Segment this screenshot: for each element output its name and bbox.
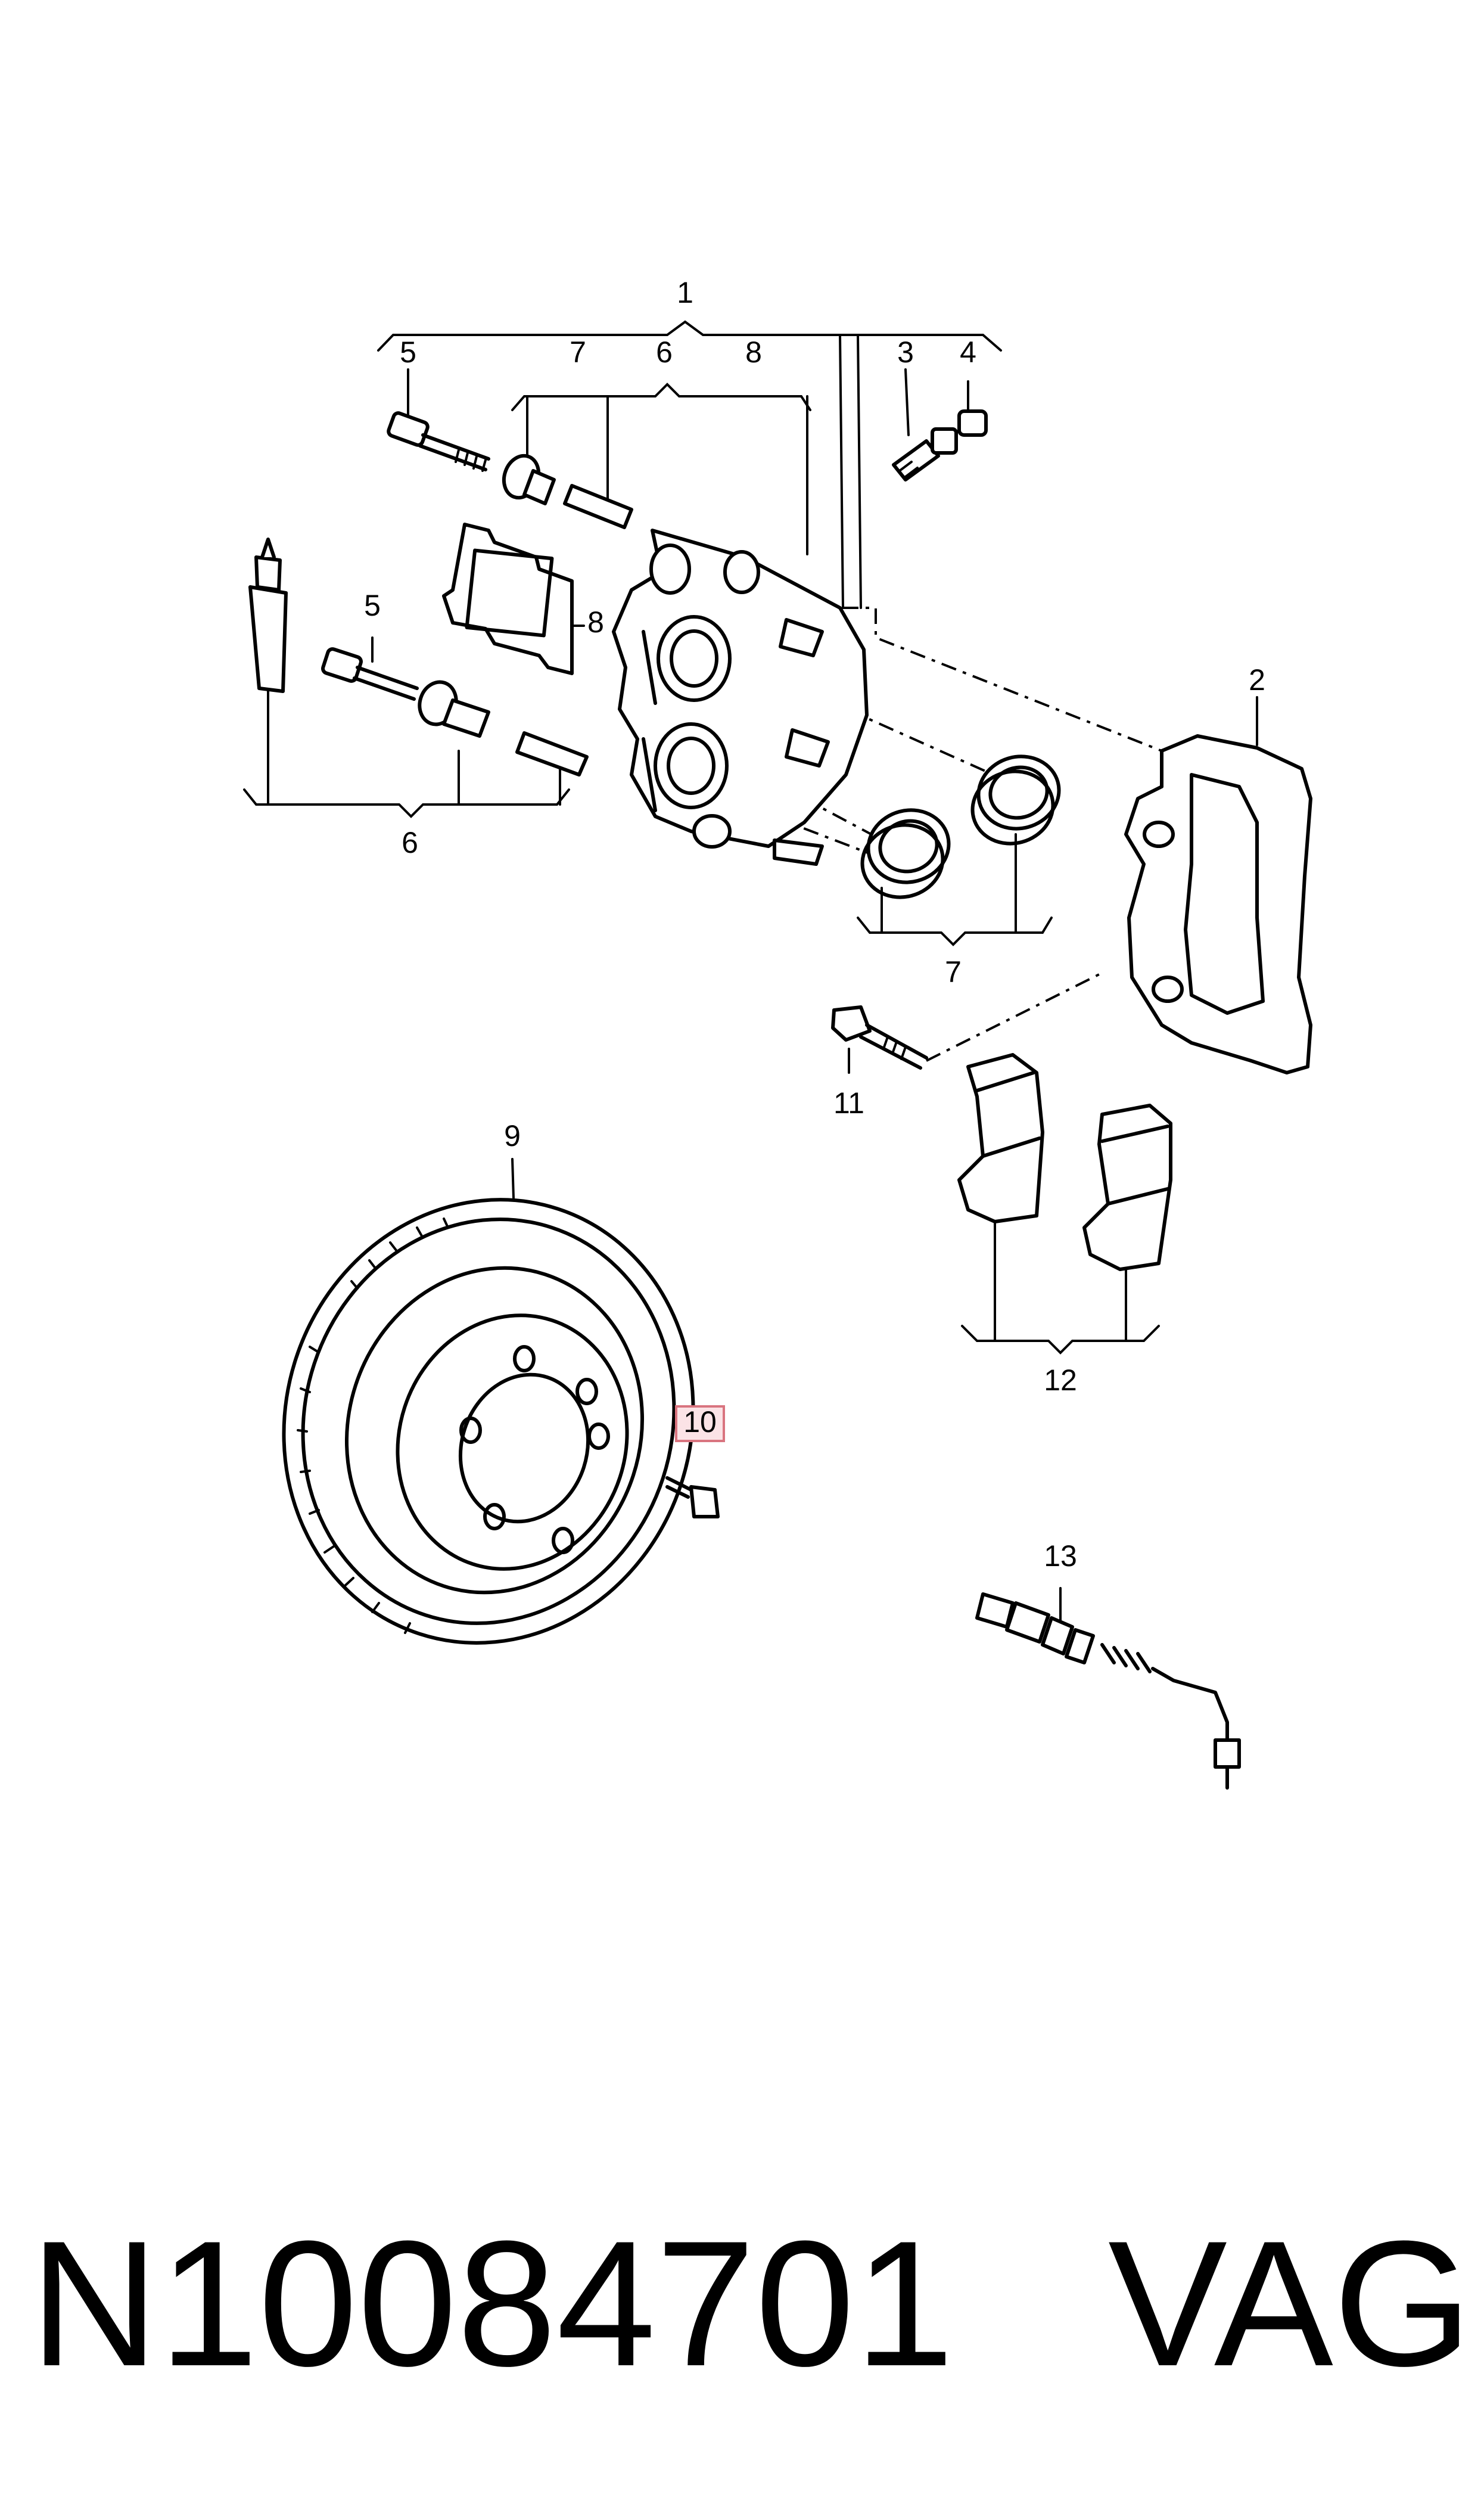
wear-sensor — [975, 1592, 1241, 1790]
bolt-top — [387, 411, 490, 472]
part-number-caption: N10084701 — [30, 2203, 954, 2403]
callout-6-top: 6 — [656, 336, 673, 369]
callout-12: 12 — [1044, 1363, 1077, 1397]
guide-pin-top — [502, 454, 633, 529]
callout-5-left: 5 — [364, 589, 381, 622]
leader-lines — [243, 320, 1258, 1622]
callout-6-bottom: 6 — [402, 826, 418, 859]
callout-5-top: 5 — [400, 336, 416, 369]
disc-screw — [665, 1476, 720, 1518]
callout-13: 13 — [1044, 1539, 1077, 1573]
grease-tube — [248, 538, 288, 693]
carrier-bolt — [831, 1005, 928, 1070]
caliper-carrier — [1124, 734, 1312, 1074]
bleeder-screw — [892, 409, 988, 482]
caliper-housing — [612, 529, 869, 866]
callout-10-highlight — [675, 1405, 725, 1442]
callout-8-side: 8 — [587, 605, 604, 639]
bolt-left — [321, 647, 589, 776]
callout-7-bottom: 7 — [945, 955, 962, 989]
callout-1: 1 — [677, 276, 693, 309]
brand-caption: VAG — [1108, 2203, 1473, 2403]
callout-11: 11 — [833, 1086, 864, 1120]
callout-4: 4 — [960, 336, 976, 369]
anti-rattle-spring — [442, 523, 574, 675]
brake-pads — [957, 1053, 1172, 1271]
piston-seals — [860, 754, 1061, 899]
callout-8-top: 8 — [745, 336, 762, 369]
callout-2: 2 — [1249, 663, 1265, 697]
brake-disc — [282, 1198, 695, 1645]
callout-10: 10 — [683, 1405, 717, 1439]
callouts: 1 5 7 6 8 3 4 8 5 6 2 7 11 9 12 13 10 — [364, 276, 1265, 1573]
callout-3: 3 — [897, 336, 914, 369]
callout-9: 9 — [504, 1119, 521, 1153]
callout-7-top: 7 — [570, 336, 586, 369]
